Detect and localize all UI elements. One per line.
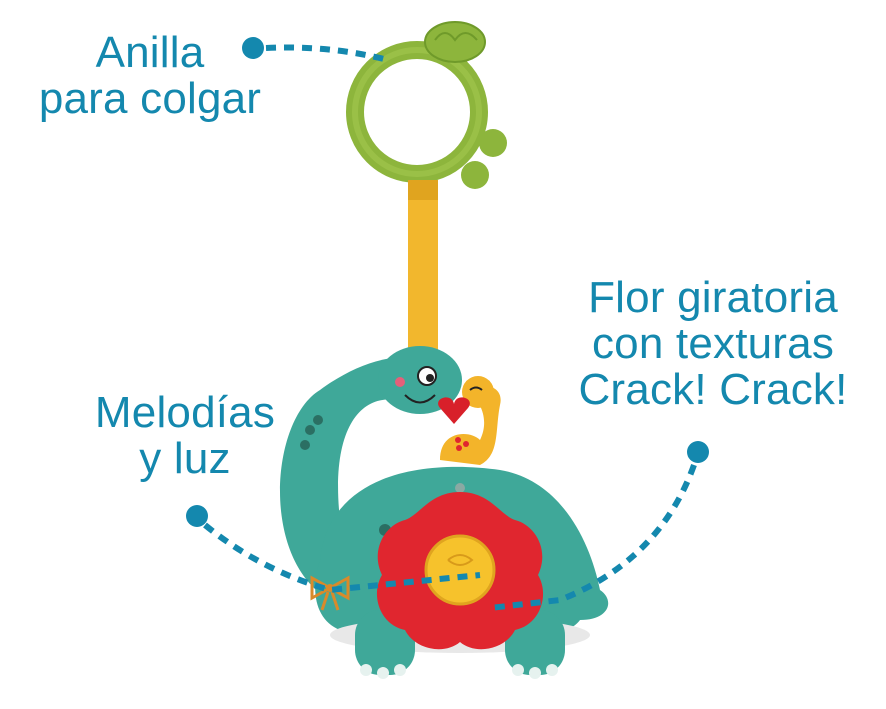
callout-line: Crack! Crack! <box>578 365 848 414</box>
yellow-strap <box>408 180 438 360</box>
callout-line: y luz <box>139 434 231 483</box>
bow-decoration <box>310 575 350 611</box>
light-button <box>424 534 496 606</box>
callout-line: Flor giratoria <box>588 273 838 322</box>
callout-rotating-flower: Flor giratoria con texturas Crack! Crack… <box>548 275 878 413</box>
callout-melodies-light: Melodías y luz <box>80 390 290 482</box>
callout-line: Melodías <box>94 388 276 437</box>
heart-icon <box>438 397 470 424</box>
callout-connectors <box>186 37 709 611</box>
callout-line: Anilla <box>95 28 205 77</box>
baby-dinosaur <box>438 376 501 465</box>
callout-hanging-ring: Anilla para colgar <box>20 30 280 122</box>
rotating-flower <box>376 492 544 650</box>
callout-line: con texturas <box>591 319 835 368</box>
hanging-ring <box>346 21 507 189</box>
callout-line: para colgar <box>38 74 262 123</box>
